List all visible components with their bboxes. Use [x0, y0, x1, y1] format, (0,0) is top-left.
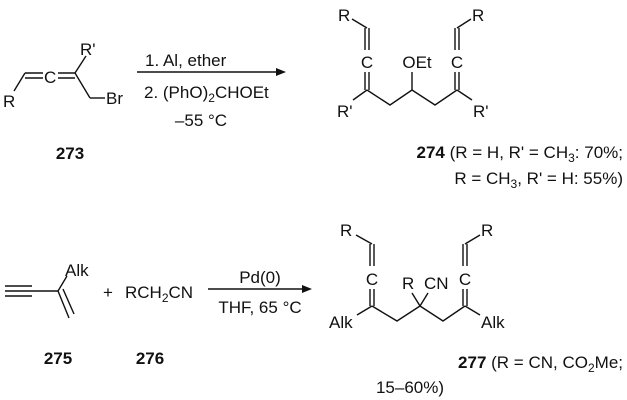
atom-label: C — [44, 68, 56, 87]
atom-label: R' — [337, 102, 353, 121]
atom-label: R — [472, 6, 484, 25]
atom-label: R — [338, 6, 350, 25]
condition-temperature: –55 °C — [175, 111, 227, 130]
atom-label: R — [481, 221, 493, 240]
atom-label: R — [340, 221, 352, 240]
compound-274-structure: R C R' OEt C R R' — [337, 6, 489, 121]
atom-label: R' — [473, 102, 489, 121]
reaction-arrow-1 — [137, 68, 286, 76]
atom-label: C — [451, 53, 463, 72]
compound-274-caption-line1: 274 (R = H, R' = CH3: 70%; — [417, 143, 623, 165]
atom-label: R' — [80, 40, 96, 59]
atom-label: Alk — [329, 313, 353, 332]
atom-label: CN — [424, 274, 449, 293]
compound-277-caption-line1: 277 (R = CN, CO2Me; — [458, 353, 623, 375]
compound-id-276: 276 — [136, 349, 164, 368]
atom-label: Alk — [481, 313, 505, 332]
atom-label: Br — [106, 89, 123, 108]
compound-274-caption-line2: R = CH3, R' = H: 55%) — [454, 169, 623, 191]
condition-catalyst: Pd(0) — [239, 268, 281, 287]
condition-step2: 2. (PhO)2CHOEt — [144, 83, 269, 105]
compound-275-structure: Alk — [5, 261, 89, 319]
atom-label: Alk — [65, 261, 89, 280]
atom-label: OEt — [402, 53, 432, 72]
atom-label: R — [3, 92, 15, 111]
compound-id-275: 275 — [44, 349, 72, 368]
atom-label: C — [366, 270, 378, 289]
atom-label: R — [402, 274, 414, 293]
plus-sign: + — [103, 283, 113, 302]
condition-step1: 1. Al, ether — [145, 51, 227, 70]
compound-277-caption-line2: 15–60%) — [376, 378, 444, 397]
atom-label: C — [361, 53, 373, 72]
condition-solvent-temperature: THF, 65 °C — [218, 298, 301, 317]
compound-277-structure: R C Alk R CN C R Alk — [329, 221, 505, 332]
compound-273-structure: R C R' Br — [3, 40, 123, 111]
reaction-arrow-2 — [208, 285, 312, 293]
compound-276-formula: RCH2CN — [125, 283, 193, 305]
compound-id-273: 273 — [56, 144, 84, 163]
atom-label: C — [459, 270, 471, 289]
